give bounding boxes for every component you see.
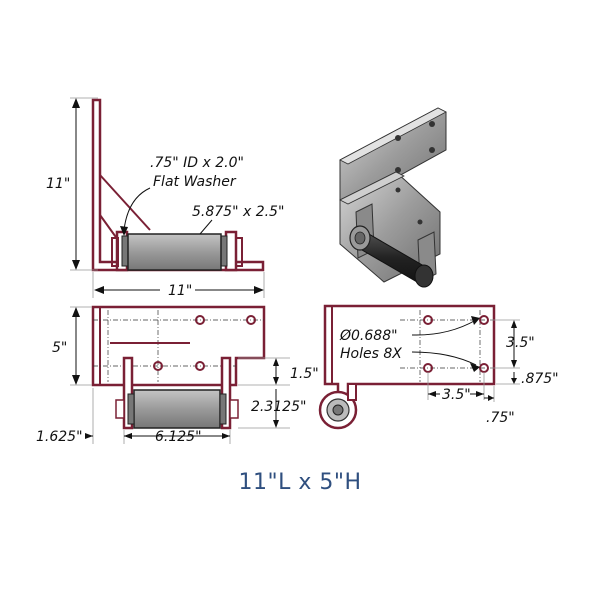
length-label: 11" <box>168 283 192 299</box>
bottom-dimensions <box>85 388 231 444</box>
offset-2-3125-label: 2.3125" <box>251 399 306 415</box>
offset-1-5-dimension <box>238 357 290 386</box>
hole-edge-horizontal-label: .75" <box>486 410 515 426</box>
washer-spec-line1: .75" ID x 2.0" <box>150 155 244 171</box>
plate-height-label: 5" <box>52 340 67 356</box>
hole-edge-horizontal-dimension <box>484 386 495 402</box>
hole-edge-vertical-label: .875" <box>521 371 559 387</box>
end-view <box>318 304 496 430</box>
roller-width-label: 6.125" <box>155 429 202 445</box>
length-dimension <box>92 272 265 298</box>
side-height-dimension <box>70 97 98 271</box>
size-caption: 11"L x 5"H <box>238 470 362 495</box>
plate-height-dimension <box>70 306 92 386</box>
washer-spec-line2: Flat Washer <box>153 174 237 190</box>
side-height-label: 11" <box>46 176 70 192</box>
hole-spacing-vertical-label: 3.5" <box>506 335 535 351</box>
holes-diameter-label: Ø0.688" <box>339 328 398 344</box>
hole-spacing-horizontal-label: 3.5" <box>442 387 471 403</box>
hole-spacing-vertical-dimension <box>490 319 520 369</box>
isometric-view <box>339 107 447 288</box>
offset-1-625-label: 1.625" <box>36 429 83 445</box>
roller-spec-label: 5.875" x 2.5" <box>192 204 284 220</box>
front-view <box>91 305 266 430</box>
hole-spacing-horizontal-dimension <box>427 372 485 400</box>
offset-2-3125-dimension <box>238 389 290 429</box>
offset-1-5-label: 1.5" <box>290 366 319 382</box>
holes-count-label: Holes 8X <box>340 346 402 362</box>
hole-edge-vertical-dimension <box>496 372 520 385</box>
side-view <box>91 98 265 272</box>
